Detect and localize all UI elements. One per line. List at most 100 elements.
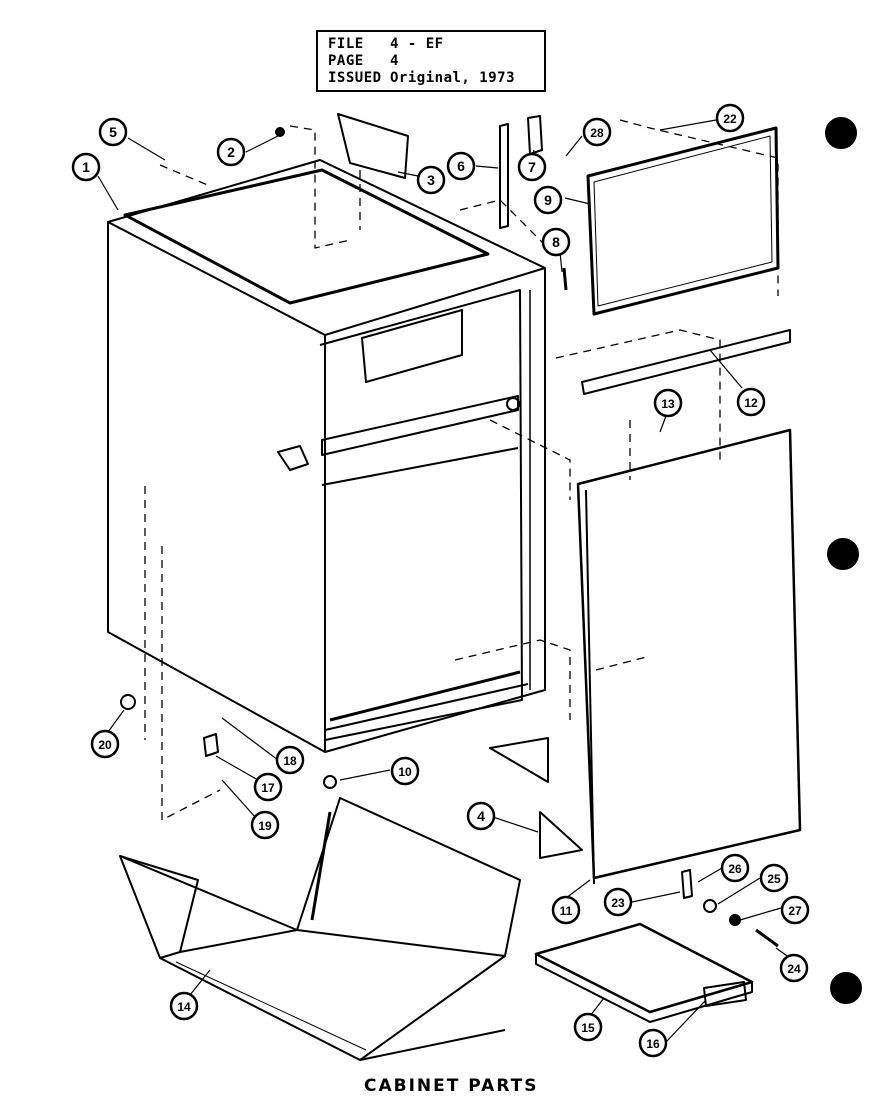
callout-circle <box>780 895 810 925</box>
callout-number: 25 <box>767 872 781 886</box>
screw <box>275 127 285 137</box>
callout-circle <box>541 227 571 257</box>
callout-number: 4 <box>477 808 485 824</box>
callout-circle <box>466 801 496 831</box>
callout-26: 26 <box>720 853 750 883</box>
issued-value: Original, 1973 <box>390 70 516 86</box>
washer <box>703 899 717 913</box>
callout-23: 23 <box>603 887 633 917</box>
callout-circle <box>779 953 809 983</box>
callout-number: 6 <box>457 158 465 174</box>
file-info-box: FILE 4 - EF PAGE 4 ISSUED Original, 1973 <box>316 30 546 92</box>
callout-27: 27 <box>780 895 810 925</box>
page-value: 4 <box>390 53 399 69</box>
grommet <box>120 694 136 710</box>
cabinet-body <box>107 159 546 753</box>
callout-22: 22 <box>715 103 745 133</box>
nut <box>729 914 741 926</box>
file-label: FILE <box>328 36 364 52</box>
callout-14: 14 <box>169 991 199 1021</box>
callout-25: 25 <box>759 863 789 893</box>
callout-circle <box>275 745 305 775</box>
binder-hole <box>830 972 862 1004</box>
callout-5: 5 <box>98 117 128 147</box>
callout-11: 11 <box>551 895 581 925</box>
callout-circle <box>98 117 128 147</box>
file-value: 4 - EF <box>390 36 444 52</box>
callout-12: 12 <box>736 387 766 417</box>
callout-number: 3 <box>427 172 435 188</box>
callout-circle <box>517 152 547 182</box>
callout-circle <box>603 887 633 917</box>
callout-circle <box>90 729 120 759</box>
callout-circle <box>416 165 446 195</box>
filter-panel <box>586 126 780 316</box>
page-row: PAGE 4 <box>328 53 399 69</box>
callout-number: 1 <box>82 159 90 175</box>
base-frame <box>119 797 521 1061</box>
filter-strip <box>499 123 509 229</box>
callout-17: 17 <box>253 772 283 802</box>
callout-circle <box>446 151 476 181</box>
clip <box>203 733 219 757</box>
callout-number: 20 <box>98 738 112 752</box>
callout-2: 2 <box>216 137 246 167</box>
callout-number: 22 <box>723 112 737 126</box>
callout-circle <box>390 756 420 786</box>
callout-number: 15 <box>581 1021 595 1035</box>
callout-circle <box>653 388 683 418</box>
callout-16: 16 <box>638 1028 668 1058</box>
callout-number: 27 <box>788 904 802 918</box>
callout-7: 7 <box>517 152 547 182</box>
callout-number: 2 <box>227 144 235 160</box>
callout-circle <box>573 1012 603 1042</box>
callout-number: 8 <box>552 234 560 250</box>
callout-circle <box>759 863 789 893</box>
callout-19: 19 <box>250 810 280 840</box>
callout-10: 10 <box>390 756 420 786</box>
binder-hole <box>825 117 857 149</box>
callout-circle <box>71 152 101 182</box>
diagram-caption: CABINET PARTS <box>364 1076 539 1096</box>
callout-1: 1 <box>71 152 101 182</box>
grommet <box>323 775 337 789</box>
callout-number: 28 <box>590 126 604 140</box>
issued-label: ISSUED <box>328 70 382 86</box>
callout-circle <box>253 772 283 802</box>
callout-number: 19 <box>258 819 272 833</box>
binder-hole <box>827 538 859 570</box>
screw <box>562 267 568 291</box>
callout-number: 9 <box>544 192 552 208</box>
callout-number: 17 <box>261 781 275 795</box>
page-label: PAGE <box>328 53 364 69</box>
callout-number: 26 <box>728 862 742 876</box>
callout-circle <box>216 137 246 167</box>
hinge-pin <box>681 869 693 899</box>
corner-bracket-lower <box>539 811 583 859</box>
callout-20: 20 <box>90 729 120 759</box>
callout-number: 23 <box>611 896 625 910</box>
callout-circle <box>715 103 745 133</box>
callout-24: 24 <box>779 953 809 983</box>
callout-number: 5 <box>109 124 117 140</box>
callout-circle <box>533 185 563 215</box>
callout-9: 9 <box>533 185 563 215</box>
issued-row: ISSUED Original, 1973 <box>328 70 515 86</box>
callout-28: 28 <box>582 117 612 147</box>
bolt <box>755 928 779 948</box>
top-cover-plate <box>337 113 409 179</box>
callout-circle <box>551 895 581 925</box>
corner-bracket-upper <box>489 737 549 783</box>
callout-number: 13 <box>661 397 675 411</box>
callout-number: 24 <box>787 962 801 976</box>
callout-6: 6 <box>446 151 476 181</box>
front-door-panel <box>576 428 802 885</box>
leader-lines <box>97 119 791 1043</box>
callout-circle <box>582 117 612 147</box>
callout-number: 10 <box>398 765 412 779</box>
callout-number: 7 <box>528 159 536 175</box>
callout-4: 4 <box>466 801 496 831</box>
